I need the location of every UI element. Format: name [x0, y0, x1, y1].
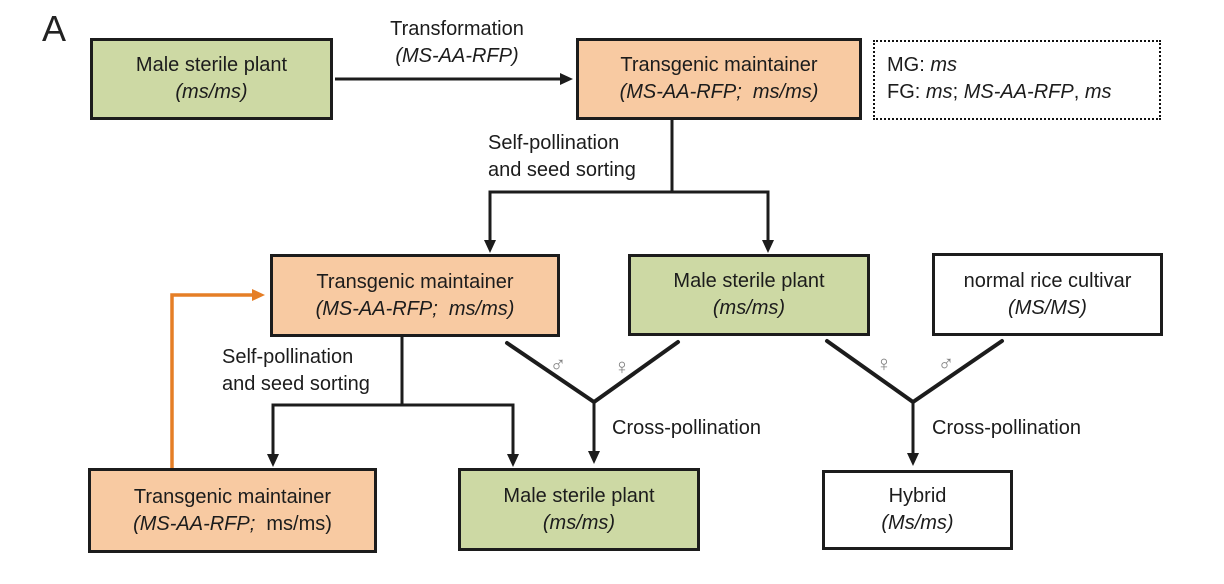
male-symbol-left-cross: ♂	[549, 352, 567, 377]
cross-pollination-label-right: Cross-pollination	[932, 417, 1081, 439]
box-male-sterile-plant-bottom: Male sterile plant (ms/ms)	[458, 468, 700, 551]
box-title: Male sterile plant	[135, 54, 288, 76]
cross-pollination-label-left: Cross-pollination	[612, 417, 761, 439]
box-normal-rice-cultivar: normal rice cultivar (MS/MS)	[932, 253, 1163, 336]
box-title: normal rice cultivar	[963, 269, 1132, 292]
box-genotype: (MS-AA-RFP; ms/ms)	[619, 81, 819, 103]
genotype-legend-box: MG: ms FG: ms; MS-AA-RFP, ms	[873, 40, 1161, 120]
box-title: Transgenic maintainer	[316, 270, 514, 293]
box-male-sterile-plant-top: Male sterile plant (ms/ms)	[90, 38, 333, 120]
box-genotype: (MS/MS)	[1008, 296, 1087, 319]
feedback-arrow	[170, 289, 265, 468]
male-symbol-right-cross: ♂	[937, 351, 955, 376]
box-genotype: (ms/ms)	[712, 297, 786, 319]
box-male-sterile-plant-mid: Male sterile plant (ms/ms)	[628, 254, 870, 336]
cross-pollination-right-lines	[825, 339, 1004, 466]
box-title: Male sterile plant	[673, 270, 825, 292]
box-genotype: (MS-AA-RFP; ms/ms)	[133, 512, 332, 535]
box-title: Hybrid	[888, 485, 947, 507]
box-genotype: (ms/ms)	[175, 81, 248, 103]
female-symbol-left-cross: ♀	[613, 354, 631, 379]
box-transgenic-maintainer-top: Transgenic maintainer (MS-AA-RFP; ms/ms)	[576, 38, 862, 120]
legend-female-gamete: FG: ms; MS-AA-RFP, ms	[887, 81, 1112, 103]
self-pollination-branch-top	[484, 120, 774, 253]
self-pollination-label-top: Self-pollination and seed sorting	[488, 132, 636, 181]
legend-male-gamete: MG: ms	[887, 54, 958, 76]
box-genotype: (Ms/ms)	[881, 512, 954, 534]
box-hybrid: Hybrid (Ms/ms)	[822, 470, 1013, 550]
transformation-label: Transformation (MS-AA-RFP)	[390, 18, 524, 67]
box-title: Male sterile plant	[503, 484, 655, 507]
box-title: Transgenic maintainer	[133, 485, 332, 508]
box-transgenic-maintainer-mid: Transgenic maintainer (MS-AA-RFP; ms/ms)	[270, 254, 560, 337]
box-genotype: (ms/ms)	[542, 511, 616, 534]
self-pollination-label-mid: Self-pollination and seed sorting	[222, 346, 370, 395]
panel-label: A	[42, 8, 67, 49]
female-symbol-right-cross: ♀	[875, 351, 893, 376]
box-title: Transgenic maintainer	[620, 54, 818, 76]
self-pollination-branch-mid	[267, 337, 519, 467]
box-transgenic-maintainer-bottom: Transgenic maintainer (MS-AA-RFP; ms/ms)	[88, 468, 377, 553]
cross-pollination-left-lines	[505, 340, 680, 464]
box-genotype: (MS-AA-RFP; ms/ms)	[315, 297, 515, 320]
